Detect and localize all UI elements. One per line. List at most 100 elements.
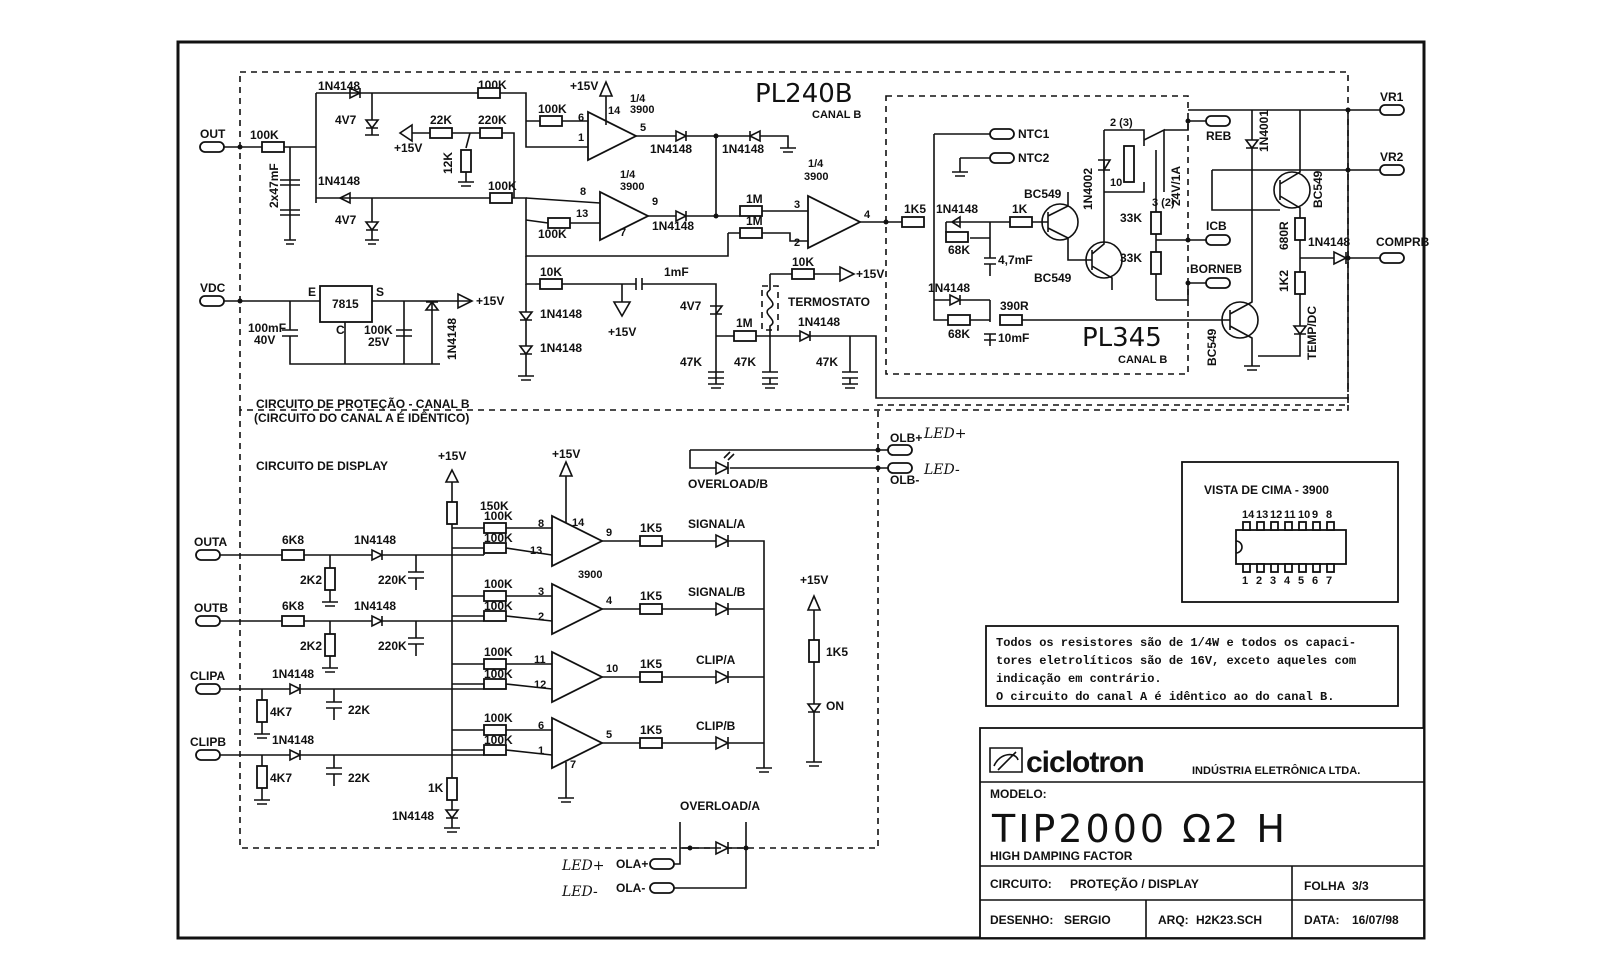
resistor-6k8-b [281, 615, 305, 627]
wire-1m-c [716, 335, 800, 372]
cap-47k-b [762, 371, 778, 389]
resistor-12k [460, 149, 472, 173]
zener-4v7-a-label: 4V7 [335, 113, 357, 127]
cap-220k-b-label: 220K [378, 639, 407, 653]
resistor-150k-label: 150K [480, 499, 509, 513]
connector-clipa-label: CLIPA [190, 669, 225, 683]
opamp-3-pin2: 2 [794, 237, 800, 249]
connector-outa [195, 549, 221, 561]
led-signal-a-label: SIGNAL/A [688, 517, 746, 531]
transistor-bc549-c [1273, 171, 1311, 209]
notes-line1: Todos os resistores são de 1/4W e todos … [996, 636, 1356, 650]
resistor-1k5-rc-label: 1K5 [640, 657, 662, 671]
folha-label: FOLHA [1304, 879, 1346, 893]
resistor-1k-pl345-label: 1K [1012, 202, 1028, 216]
resistor-1k5-rc [639, 671, 663, 683]
opamp-display-c-pin11: 11 [534, 654, 546, 666]
handwritten-led-minus-b: LED- [923, 462, 960, 478]
pinout-bottom-pin [1270, 563, 1279, 573]
connector-clipb-label: CLIPB [190, 735, 226, 749]
pinout-bottom-pin [1242, 563, 1251, 573]
opamp-display-d-pin5: 5 [606, 729, 612, 741]
connector-ola-plus-label: OLA+ [616, 857, 648, 871]
resistor-12k-label: 12K [441, 152, 455, 174]
resistor-6k8-a [281, 549, 305, 561]
resistor-2k2-b [324, 633, 336, 657]
resistor-68k-b [947, 314, 971, 326]
connector-outb [195, 615, 221, 627]
wire-outa [220, 548, 485, 607]
diode-1n4148-display [444, 800, 460, 833]
pinout-top-pin-label: 10 [1298, 509, 1310, 521]
resistor-1m-c-label: 1M [736, 316, 753, 330]
junction-op2 [713, 213, 719, 219]
diode-1n4148-b-label: 1N4148 [318, 174, 360, 188]
resistor-1m-b [739, 227, 763, 239]
desenho-value: SERGIO [1064, 913, 1111, 927]
opamp-1-pin1: 1 [578, 132, 584, 144]
display-row-clipb: CLIPB 1N4148 4K7 22K 100K 100K 6 1 5 7 1… [190, 711, 772, 805]
transistor-bc549-b-leads [1067, 160, 1113, 290]
resistor-2k2-a-label: 2K2 [300, 573, 322, 587]
pinout-bottom-pin-label: 3 [1270, 575, 1276, 587]
diode-1n4001 [1244, 110, 1260, 290]
pinout-bottom-pin-label: 5 [1298, 575, 1304, 587]
resistor-1k5-rb [639, 603, 663, 615]
plus15-on-label: +15V [800, 573, 828, 587]
opamp-1-pin6: 6 [578, 112, 584, 124]
wire-row-d-out [505, 729, 772, 803]
led-overload-a-label: OVERLOAD/A [680, 799, 760, 813]
connector-ntc2 [989, 152, 1015, 164]
connector-olb-minus [887, 462, 913, 474]
connector-ola-minus [649, 882, 675, 894]
resistor-1k5-rb-label: 1K5 [640, 589, 662, 603]
resistor-10k-b-label: 10K [792, 255, 814, 269]
zener-4v7-b-label: 4V7 [335, 213, 357, 227]
resistor-2k2-b-label: 2K2 [300, 639, 322, 653]
connector-borneb [1205, 277, 1231, 289]
opamp-display-b-pin4: 4 [606, 595, 613, 607]
resistor-680r-label: 680R [1277, 221, 1291, 250]
transistor-bc549-a-label: BC549 [1024, 187, 1062, 201]
cap-40v-label: 40V [254, 333, 275, 347]
relay-pins-b: 3 (2) [1152, 197, 1175, 209]
pinout-top-pin [1242, 521, 1251, 531]
title-block-lines [980, 781, 1424, 938]
cap-47k-a-label: 47K [680, 355, 702, 369]
pinout-top-pin-label: 11 [1284, 509, 1296, 521]
connector-outb-label: OUTB [194, 601, 228, 615]
opamp-3-pin3: 3 [794, 199, 800, 211]
opamp-1-pin14: 14 [608, 105, 621, 117]
pinout-top-pin-label: 12 [1270, 509, 1282, 521]
opamp-2-pin13: 13 [576, 208, 588, 220]
connector-vdc-label: VDC [200, 281, 226, 295]
zener-4v7-a [364, 93, 380, 136]
pinout-bottom-pin [1256, 563, 1265, 573]
cap-47k-a [708, 371, 724, 379]
opamp-display-c [551, 650, 605, 704]
wire-outb [220, 614, 485, 673]
display-row-a: OUTA 6K8 2K2 1N4148 220K 100K 100K 8 13 … [194, 509, 765, 762]
junction-vdc [237, 298, 243, 304]
company-subtitle: INDÚSTRIA ELETRÔNICA LTDA. [1192, 764, 1360, 777]
wire-overload-b [689, 449, 888, 469]
diode-row-b-label: 1N4148 [354, 599, 396, 613]
connector-olb-plus [887, 444, 913, 456]
plus15-mid-label: +15V [608, 325, 636, 339]
diode-stack-label-a: 1N4148 [540, 307, 582, 321]
resistor-6k8-b-label: 6K8 [282, 599, 304, 613]
transistor-bc549-c-label: BC549 [1311, 170, 1325, 208]
resistor-1m-c [733, 330, 757, 342]
wire-68k-b [933, 222, 996, 346]
opamp-1-frac: 1/4 [630, 93, 646, 105]
resistor-6k8-a-label: 6K8 [282, 533, 304, 547]
diode-1n4001-label: 1N4001 [1257, 110, 1271, 152]
resistor-1k5-on-label: 1K5 [826, 645, 848, 659]
diode-1n4148-a [349, 86, 362, 100]
relay-coil [1123, 145, 1135, 183]
connector-icb [1205, 234, 1231, 246]
pinout-bottom-pin [1284, 563, 1293, 573]
opamp-display-a-type: 3900 [578, 569, 602, 581]
resistor-100k-b [489, 192, 513, 204]
resistor-150k [446, 501, 458, 525]
